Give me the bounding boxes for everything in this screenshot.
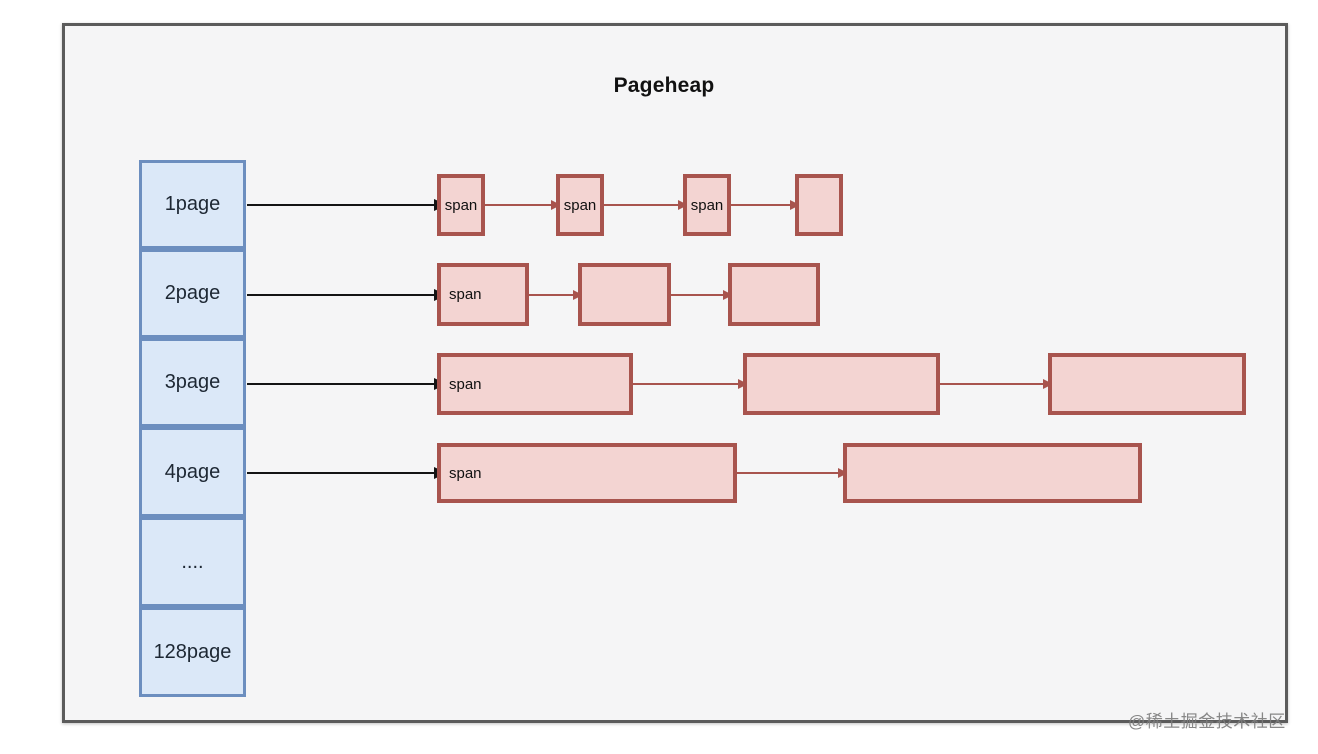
pointer-arrow-row1-line (247, 204, 434, 206)
span-box-row1-2: span (556, 174, 604, 236)
pointer-arrow-row2-line (247, 293, 434, 296)
span-box-row1-4 (795, 174, 843, 236)
page-cell-3page: 3page (139, 338, 246, 427)
span-label: span (449, 286, 482, 303)
span-label: span (690, 196, 724, 214)
span-label: span (563, 196, 597, 214)
span-label: span (444, 196, 478, 214)
page-cell-label: 128page (153, 640, 232, 663)
span-box-row4-2 (843, 443, 1142, 503)
span-label: span (449, 464, 482, 482)
link-arrow-row2-2-line (671, 293, 723, 296)
link-arrow-row3-2-line (940, 383, 1043, 385)
link-arrow-row1-3-line (731, 204, 790, 206)
page-cell-label: .... (181, 550, 204, 573)
link-arrow-row4-1-line (737, 472, 838, 474)
span-box-row1-1: span (437, 174, 485, 236)
watermark: @稀土掘金技术社区 (1128, 712, 1286, 731)
pointer-arrow-row4-line (247, 472, 434, 474)
page-cell-128page: 128page (139, 607, 246, 697)
pointer-arrow-row3-line (247, 383, 434, 385)
span-box-row3-2 (743, 353, 940, 415)
link-arrow-row3-1-line (633, 383, 738, 385)
link-arrow-row1-2-line (604, 204, 678, 206)
span-box-row4-1: span (437, 443, 737, 503)
link-arrow-row2-1-line (529, 293, 573, 296)
page-cell-label: 4page (164, 460, 221, 483)
span-box-row3-3 (1048, 353, 1246, 415)
span-box-row1-3: span (683, 174, 731, 236)
span-box-row2-3 (728, 263, 820, 326)
page-cell-label: 2page (164, 282, 221, 304)
span-box-row3-1: span (437, 353, 633, 415)
page-cell-dotdotdotdot: .... (139, 517, 246, 607)
span-box-row2-2 (578, 263, 671, 326)
span-label: span (449, 375, 482, 393)
link-arrow-row1-1-line (485, 204, 551, 206)
diagram-title: Pageheap (613, 74, 715, 97)
span-box-row2-1: span (437, 263, 529, 326)
page-cell-label: 1page (164, 193, 221, 215)
page-cell-2page: 2page (139, 249, 246, 338)
page-cell-label: 3page (164, 371, 221, 393)
page-cell-1page: 1page (139, 160, 246, 249)
page-cell-4page: 4page (139, 427, 246, 517)
